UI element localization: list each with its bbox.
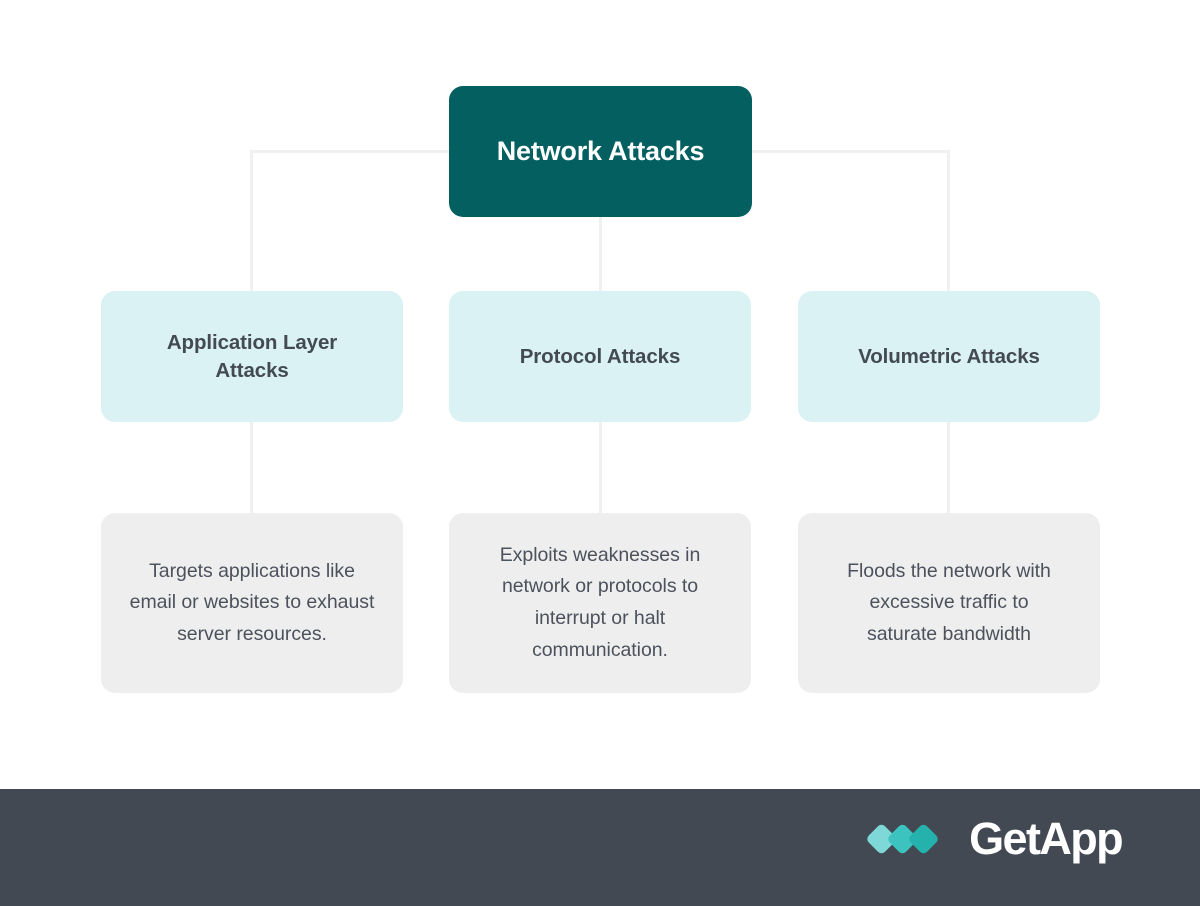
footer-bar: GetApp	[0, 789, 1200, 906]
node-network-attacks: Network Attacks	[449, 86, 752, 217]
description-text: Exploits weaknesses in network or protoc…	[499, 543, 701, 661]
connector-root-to-branch-3	[947, 150, 950, 292]
description-volumetric-attacks: Floods the network with excessive traffi…	[798, 513, 1100, 693]
node-protocol-attacks: Protocol Attacks	[449, 291, 751, 422]
connector-root-to-branch-2	[599, 216, 602, 292]
node-application-layer-attacks: Application Layer Attacks	[101, 291, 403, 422]
node-branch-label: Volumetric Attacks	[858, 344, 1040, 368]
node-root-label: Network Attacks	[496, 136, 705, 166]
connector-root-to-branch-1	[250, 150, 253, 292]
node-branch-label: Application Layer Attacks	[166, 331, 338, 382]
getapp-logo: GetApp	[867, 812, 1124, 864]
connector-branch-3-to-desc-3	[947, 422, 950, 514]
connector-branch-2-to-desc-2	[599, 422, 602, 514]
description-text: Targets applications like email or websi…	[129, 559, 375, 645]
description-application-layer-attacks: Targets applications like email or websi…	[101, 513, 403, 693]
description-text: Floods the network with excessive traffi…	[847, 559, 1051, 645]
description-protocol-attacks: Exploits weaknesses in network or protoc…	[449, 513, 751, 693]
getapp-wordmark: GetApp	[969, 812, 1123, 864]
connector-branch-1-to-desc-1	[250, 422, 253, 514]
getapp-chevrons-icon	[867, 824, 938, 854]
node-volumetric-attacks: Volumetric Attacks	[798, 291, 1100, 422]
node-branch-label: Protocol Attacks	[519, 344, 681, 368]
